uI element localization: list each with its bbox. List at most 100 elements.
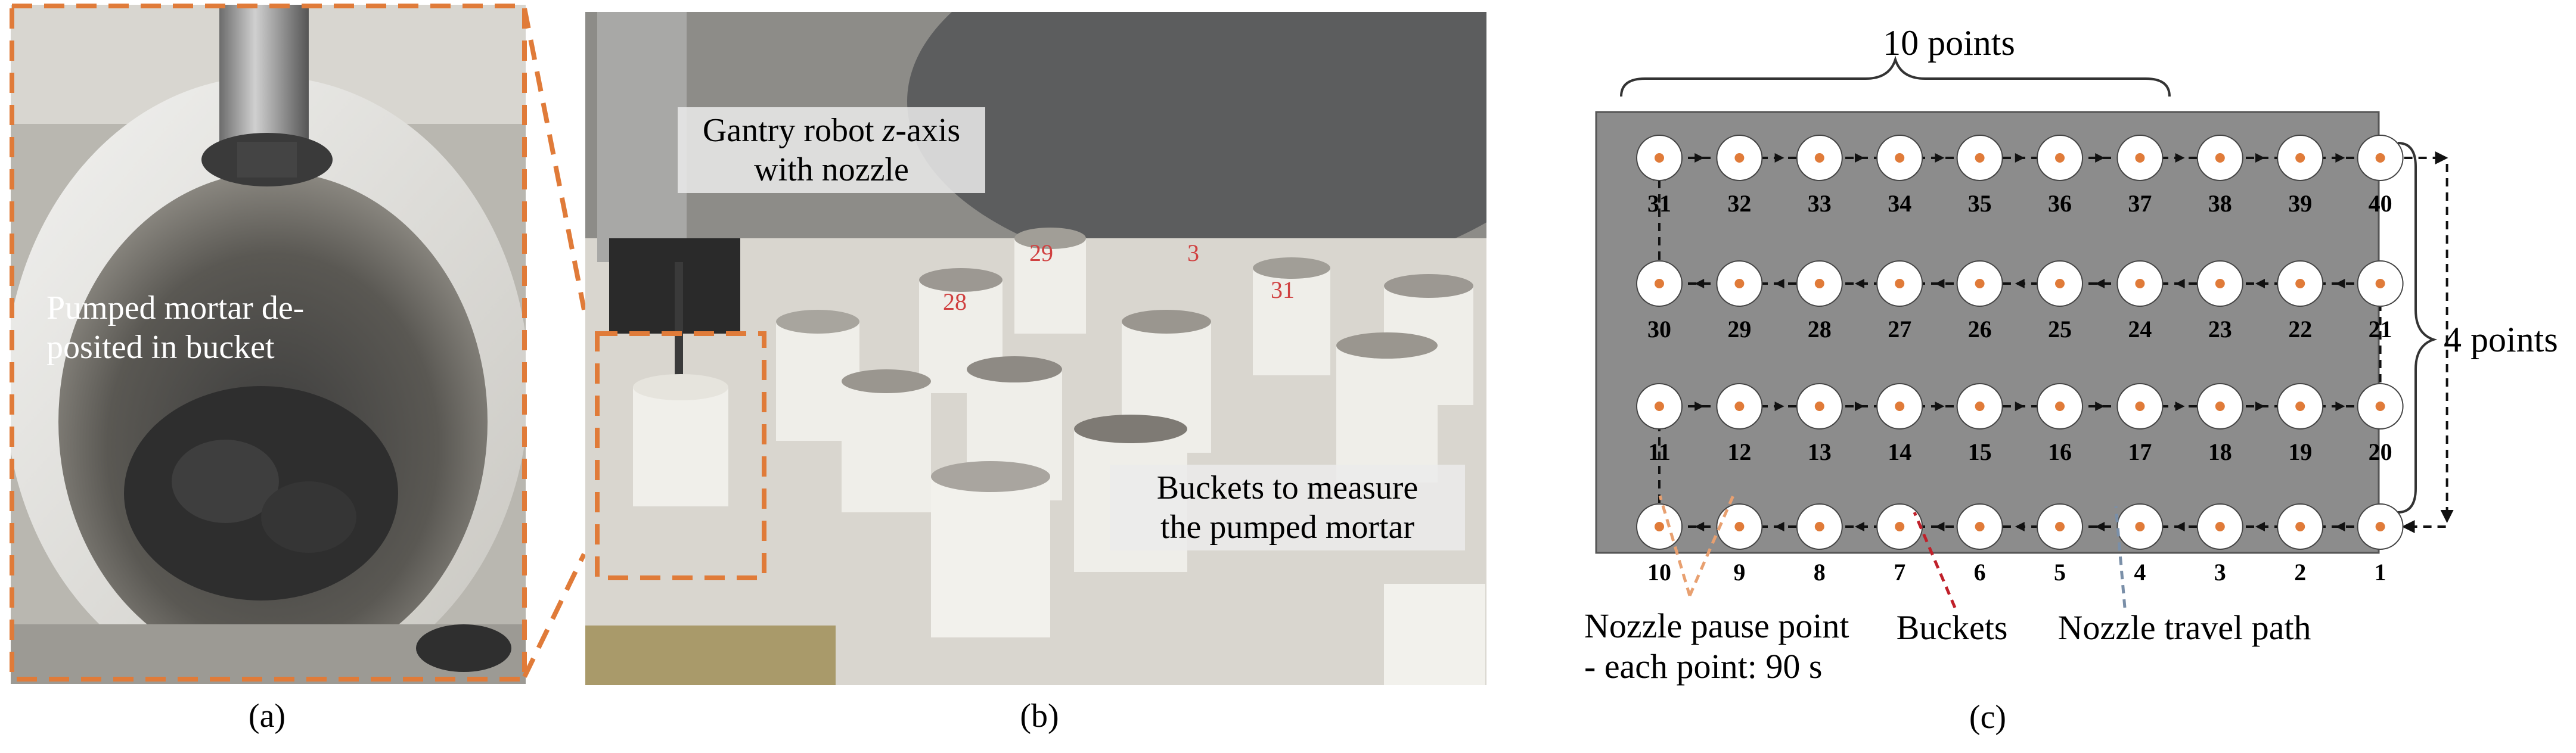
direction-arrowhead: [1694, 153, 1705, 163]
bucket-number-label: 32: [1727, 190, 1751, 217]
pause-point-dot: [2135, 402, 2145, 411]
direction-arrowhead: [2015, 153, 2025, 163]
pause-point-dot: [2135, 279, 2145, 288]
top-brace: [1620, 55, 2171, 97]
caption-c: (c): [1969, 699, 2006, 736]
bucket-number-label: 18: [2208, 438, 2232, 465]
pause-point-dot: [1655, 279, 1664, 288]
path-arrow: [2114, 506, 2127, 608]
caption-b: (b): [1020, 698, 1059, 735]
pause-point-dot: [1895, 522, 1905, 531]
bucket-number-label: 16: [2048, 438, 2072, 465]
direction-arrowhead: [1935, 402, 1945, 411]
direction-arrowhead: [2095, 402, 2105, 411]
direction-arrowhead: [2335, 279, 2345, 288]
direction-arrowhead: [1855, 153, 1864, 163]
bucket-number-label: 37: [2128, 190, 2152, 217]
pause-point-dot: [2295, 279, 2305, 288]
bucket-number-label: 31: [1647, 190, 1671, 217]
pause-point-dot: [1734, 153, 1745, 163]
bucket-number-29: 29: [1029, 239, 1053, 266]
bucket-number-28: 28: [943, 288, 967, 315]
top-points-label: 10 points: [1883, 23, 2015, 63]
mortar-deposit-label: Pumped mortar de- posited in bucket: [46, 290, 305, 366]
bucket-number-label: 28: [1808, 316, 1832, 343]
pause-arrow-1: [1658, 495, 1692, 596]
bucket-number-label: 3: [2214, 559, 2226, 586]
pause-point-dot: [1975, 153, 1985, 163]
bucket-number-label: 6: [1974, 559, 1986, 586]
bucket-number-label: 25: [2048, 316, 2072, 343]
bucket-number-label: 30: [1647, 316, 1671, 343]
print-bed-plate: [1595, 111, 2380, 554]
pause-point-dot: [2055, 153, 2065, 163]
direction-arrowhead: [2335, 522, 2345, 531]
direction-arrowhead: [2335, 402, 2345, 411]
bucket-number-label: 1: [2375, 559, 2386, 586]
bucket-number-label: 17: [2128, 438, 2152, 465]
zoom-source-box: [595, 331, 766, 580]
direction-arrowhead: [2255, 522, 2265, 531]
pause-point-dot: [1814, 153, 1824, 163]
gantry-robot-label: Gantry robot z-axis with nozzle: [678, 107, 985, 194]
bucket-number-label: 14: [1888, 438, 1911, 465]
panel-b-photo: 28 29 3 31 Gantry robot z-axis with nozz…: [585, 12, 1486, 685]
direction-arrowhead: [2015, 522, 2025, 531]
pause-point-dot: [2375, 402, 2385, 411]
direction-arrowhead: [2175, 402, 2185, 411]
direction-arrowhead: [1774, 402, 1784, 411]
pause-point-dot: [1734, 279, 1745, 288]
direction-arrowhead: [2255, 402, 2265, 411]
bucket-number-label: 40: [2369, 190, 2392, 217]
bucket-number-label: 5: [2054, 559, 2066, 586]
pause-point-dot: [1975, 279, 1985, 288]
pause-point-dot: [2375, 522, 2385, 531]
bucket-number-label: 22: [2288, 316, 2312, 343]
bucket-number-label: 11: [1648, 438, 1671, 465]
direction-arrowhead: [2015, 402, 2025, 411]
bucket-number-label: 38: [2208, 190, 2232, 217]
bucket-number-label: 21: [2369, 316, 2392, 343]
direction-arrowhead: [1855, 522, 1864, 531]
bucket-number-label: 4: [2134, 559, 2146, 586]
pause-point-dot: [2055, 402, 2065, 411]
pause-point-dot: [1895, 279, 1905, 288]
direction-arrowhead: [1935, 522, 1945, 531]
direction-arrowhead: [2095, 522, 2105, 531]
pause-point-dot: [2295, 153, 2305, 163]
pause-point-dot: [1975, 402, 1985, 411]
pause-point-dot: [2135, 522, 2145, 531]
direction-arrowhead: [2175, 522, 2185, 531]
direction-arrowhead: [1774, 153, 1784, 163]
pause-arrow-2: [1688, 495, 1735, 596]
bucket-number-label: 15: [1968, 438, 1992, 465]
pause-point-dot: [2135, 153, 2145, 163]
bucket-number-label: 12: [1727, 438, 1751, 465]
pause-point-dot: [2295, 402, 2305, 411]
direction-arrowhead: [2255, 279, 2265, 288]
path-label: Nozzle travel path: [2057, 608, 2311, 647]
bucket-number-label: 10: [1647, 559, 1671, 586]
bucket-number-label: 34: [1888, 190, 1911, 217]
pause-point-dot: [2215, 153, 2225, 163]
direction-arrowhead: [2175, 279, 2185, 288]
direction-arrowhead: [2095, 279, 2105, 288]
pause-point-dot: [1734, 522, 1745, 531]
pause-point-dot: [2055, 522, 2065, 531]
direction-arrowhead: [1694, 402, 1705, 411]
bucket-number-label: 35: [1968, 190, 1992, 217]
pause-point-dot: [1734, 402, 1745, 411]
pause-point-dot: [2215, 279, 2225, 288]
bucket-number-label: 24: [2128, 316, 2152, 343]
pause-point-dot: [2215, 522, 2225, 531]
direction-arrowhead: [1694, 522, 1705, 531]
bucket-number-label: 39: [2288, 190, 2312, 217]
bucket-number-31: 31: [1271, 276, 1295, 303]
right-brace: [2397, 142, 2438, 514]
pause-point-dot: [1814, 279, 1824, 288]
pause-point-dot: [1814, 522, 1824, 531]
bucket-number-label: 33: [1808, 190, 1832, 217]
bucket-number-label: 8: [1814, 559, 1826, 586]
